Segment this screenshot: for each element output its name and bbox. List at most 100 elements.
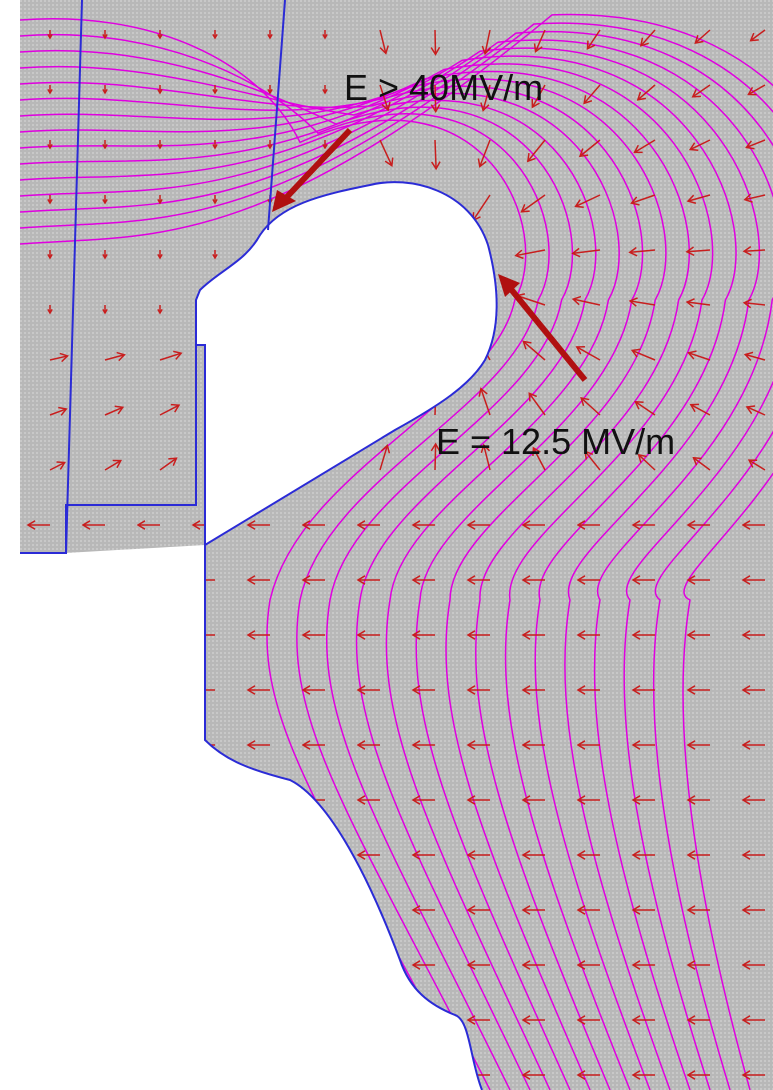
field-line <box>20 78 667 1090</box>
field-arrow <box>631 850 655 860</box>
field-arrow <box>411 905 435 915</box>
field-arrow <box>481 29 492 56</box>
field-arrow <box>459 249 491 264</box>
field-arrow <box>576 575 600 585</box>
field-arrow <box>466 960 490 970</box>
field-arrow <box>431 328 442 361</box>
field-arrow <box>411 520 435 530</box>
field-arrow <box>191 795 215 805</box>
field-arrow <box>686 194 711 204</box>
field-arrow <box>81 905 105 915</box>
field-arrow <box>576 630 600 640</box>
field-arrow <box>301 1070 325 1080</box>
field-arrow <box>301 520 325 530</box>
field-arrow <box>686 630 710 640</box>
field-arrow <box>246 850 270 860</box>
field-arrow <box>379 334 398 361</box>
field-arrow <box>411 575 435 585</box>
field-arrow <box>267 140 273 150</box>
field-arrow <box>411 960 435 970</box>
field-arrow <box>478 387 491 416</box>
field-arrow <box>356 575 380 585</box>
field-arrow <box>191 1015 215 1025</box>
field-arrow <box>136 1015 160 1025</box>
field-arrow <box>159 457 178 471</box>
field-arrow <box>136 630 160 640</box>
field-arrow <box>686 740 710 750</box>
field-arrow <box>741 1015 765 1025</box>
field-arrow <box>191 1070 215 1080</box>
field-arrow <box>356 1070 380 1080</box>
field-arrow <box>246 740 270 750</box>
field-arrow <box>212 195 218 205</box>
field-arrow <box>521 905 545 915</box>
field-arrow <box>520 194 546 213</box>
field-arrow <box>692 456 711 471</box>
field-arrow <box>521 520 545 530</box>
field-arrow <box>685 298 711 308</box>
field-arrow <box>686 850 710 860</box>
field-arrow <box>466 740 490 750</box>
field-arrow <box>741 795 765 805</box>
field-arrow <box>411 630 435 640</box>
field-arrow <box>26 685 50 695</box>
field-arrow <box>157 140 163 150</box>
field-arrow <box>157 195 163 205</box>
field-arrow <box>136 685 160 695</box>
field-arrow <box>26 630 50 640</box>
field-arrow <box>686 1015 710 1025</box>
field-arrow <box>269 346 295 361</box>
field-arrow <box>576 905 600 915</box>
field-arrow <box>136 740 160 750</box>
field-arrow <box>686 795 710 805</box>
field-line <box>20 22 773 1090</box>
field-arrow <box>686 960 710 970</box>
field-arrow <box>267 85 273 95</box>
field-arrow <box>411 740 435 750</box>
field-arrow <box>576 795 600 805</box>
field-arrow <box>322 30 328 40</box>
field-line <box>20 70 691 1090</box>
field-arrow <box>47 195 53 205</box>
field-arrow <box>576 850 600 860</box>
field-arrow <box>102 30 108 40</box>
field-arrow <box>514 249 546 260</box>
field-line <box>20 39 773 1090</box>
field-arrow <box>688 139 711 152</box>
field-arrow <box>47 305 53 315</box>
field-arrow <box>431 139 441 171</box>
field-arrow <box>191 850 215 860</box>
field-arrow <box>411 1015 435 1025</box>
field-arrow <box>102 195 108 205</box>
field-line <box>20 47 761 1090</box>
field-arrow <box>631 1070 655 1080</box>
field-arrow <box>411 1070 435 1080</box>
field-arrow <box>301 685 325 695</box>
field-arrow <box>269 450 287 471</box>
field-arrow <box>267 305 273 315</box>
field-arrow <box>686 905 710 915</box>
field-arrow <box>102 305 108 315</box>
field-arrow <box>686 575 710 585</box>
field-arrow <box>521 960 545 970</box>
field-arrow <box>246 1015 270 1025</box>
field-arrow <box>356 685 380 695</box>
field-arrow <box>49 352 69 363</box>
field-arrow <box>630 348 656 361</box>
field-line <box>20 30 773 1090</box>
field-arrow <box>26 795 50 805</box>
field-arrow <box>102 140 108 150</box>
field-arrow <box>466 520 490 530</box>
field-arrow <box>26 520 50 530</box>
field-arrow <box>212 250 218 260</box>
field-arrow <box>136 850 160 860</box>
field-arrow <box>631 575 655 585</box>
field-arrow <box>634 400 656 416</box>
annotation-high-field: E > 40MV/m <box>344 67 544 108</box>
field-arrow <box>26 1070 50 1080</box>
field-arrow <box>745 139 766 150</box>
field-arrow <box>47 140 53 150</box>
field-line <box>20 63 714 1090</box>
field-arrow <box>301 575 325 585</box>
field-arrow <box>81 850 105 860</box>
